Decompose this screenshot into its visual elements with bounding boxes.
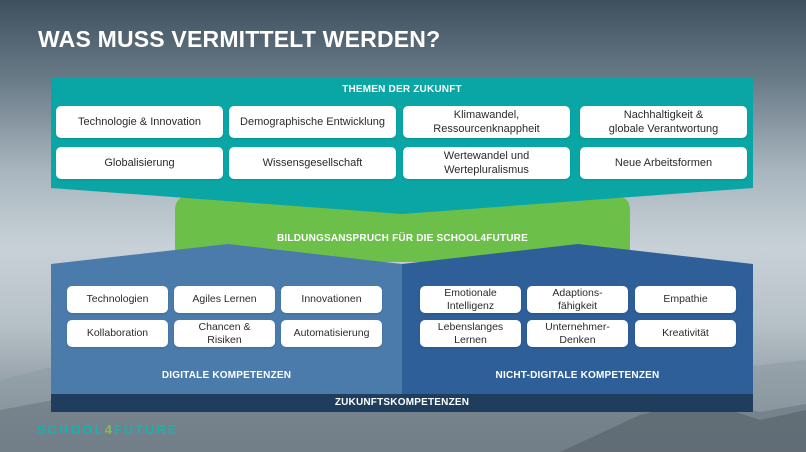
- skill-box: Agiles Lernen: [174, 286, 275, 313]
- skill-box: Technologien: [67, 286, 168, 313]
- topic-box: Technologie & Innovation: [56, 106, 223, 138]
- top-section-label: THEMEN DER ZUKUNFT: [342, 84, 462, 95]
- top-section-bg: [51, 77, 753, 214]
- logo-text-future: FUTURE: [113, 422, 179, 437]
- right-section-bg: [402, 244, 753, 394]
- bottom-bar-bg: [51, 394, 753, 412]
- skill-box: Unternehmer- Denken: [527, 320, 628, 347]
- topic-box: Globalisierung: [56, 147, 223, 179]
- skill-box: Kollaboration: [67, 320, 168, 347]
- right-section-label: NICHT-DIGITALE KOMPETENZEN: [495, 370, 660, 381]
- school4future-logo: SCHOOL4FUTURE: [37, 422, 179, 437]
- skill-box: Adaptions- fähigkeit: [527, 286, 628, 313]
- topic-box: Nachhaltigkeit & globale Verantwortung: [580, 106, 747, 138]
- logo-text-school: SCHOOL: [37, 422, 105, 437]
- topic-box: Neue Arbeitsformen: [580, 147, 747, 179]
- left-section-label: DIGITALE KOMPETENZEN: [161, 370, 292, 381]
- skill-box: Chancen & Risiken: [174, 320, 275, 347]
- page-title: WAS MUSS VERMITTELT WERDEN?: [38, 26, 441, 52]
- topic-box: Klimawandel, Ressourcenknappheit: [403, 106, 570, 138]
- skill-box: Empathie: [635, 286, 736, 313]
- skill-box: Lebenslanges Lernen: [420, 320, 521, 347]
- bottom-bar-label: ZUKUNFTSKOMPETENZEN: [334, 397, 470, 408]
- middle-band: [175, 196, 630, 262]
- topic-box: Wissensgesellschaft: [229, 147, 396, 179]
- middle-section-label: BILDUNGSANSPRUCH FÜR DIE SCHOOL4FUTURE: [277, 233, 528, 244]
- skill-box: Emotionale Intelligenz: [420, 286, 521, 313]
- topic-box: Demographische Entwicklung: [229, 106, 396, 138]
- topic-box: Wertewandel und Wertepluralismus: [403, 147, 570, 179]
- skill-box: Innovationen: [281, 286, 382, 313]
- left-section-bg: [51, 244, 402, 394]
- skill-box: Kreativität: [635, 320, 736, 347]
- skill-box: Automatisierung: [281, 320, 382, 347]
- logo-text-four: 4: [104, 422, 114, 437]
